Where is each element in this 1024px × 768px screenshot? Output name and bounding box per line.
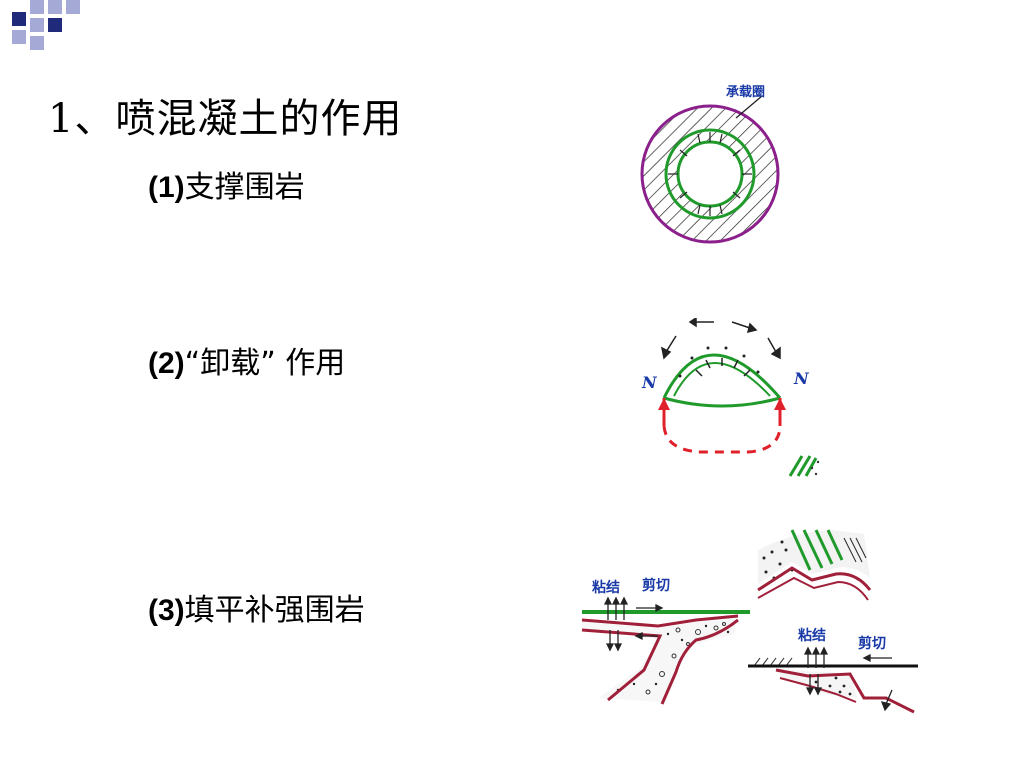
corner-decoration <box>0 0 90 60</box>
item-2-text: “卸载” 作用 <box>184 346 346 381</box>
item-1-number: (1) <box>148 171 185 204</box>
bond-shear-right-figure: 粘结 剪切 <box>746 624 922 720</box>
bond-label-right: 粘结 <box>798 627 826 644</box>
shear-label-right: 剪切 <box>858 635 886 652</box>
arch-right-label: N <box>793 369 810 388</box>
item-2-number: (2) <box>148 347 185 380</box>
bearing-ring-figure: 承载圈 <box>628 78 828 248</box>
arch-left-label: N <box>641 373 658 392</box>
item-2: (2)“卸载” 作用 <box>148 338 345 382</box>
item-1-text: 支撑围岩 <box>184 170 305 205</box>
item-3-text: 填平补强围岩 <box>184 593 365 628</box>
item-3-number: (3) <box>148 594 185 627</box>
rock-surface-figure <box>752 528 874 606</box>
slide-title: 1、喷混凝土的作用 <box>48 96 403 142</box>
item-3: (3)填平补强围岩 <box>148 585 365 629</box>
bond-shear-left-figure: 粘结 剪切 <box>578 574 762 716</box>
bond-label-left: 粘结 <box>592 579 620 596</box>
ring-label: 承载圈 <box>726 84 765 100</box>
item-1: (1)支撑围岩 <box>148 162 305 206</box>
arch-unloading-figure: N N <box>636 318 826 478</box>
shear-label-left: 剪切 <box>642 577 670 594</box>
